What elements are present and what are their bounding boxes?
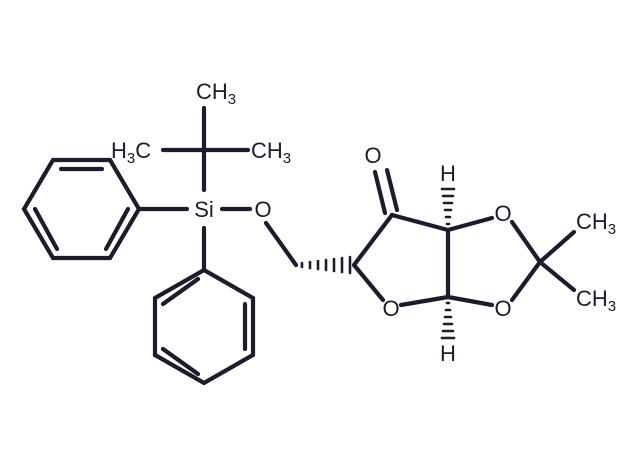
bond-c5-c4 (351, 212, 395, 268)
bond-cme2-methyl-bottom (537, 259, 577, 293)
bond-c6a-o-ring (398, 294, 451, 308)
bond-c3a-o (445, 215, 495, 233)
bond-ketone-b (384, 167, 400, 213)
stereo-hash-h-top (440, 187, 456, 226)
phenyl-ring-bottom (152, 267, 256, 386)
bond-o-ch2 (263, 220, 299, 268)
atom-o-dioxolane-bottom: O (494, 296, 511, 321)
stereo-hash-c5 (300, 255, 352, 275)
bond-o-ring-c5 (351, 262, 386, 303)
bond-o-c6a (445, 294, 495, 308)
phenyl-ring-top (21, 157, 142, 261)
atom-o-ring: O (382, 296, 399, 321)
atom-si: Si (194, 197, 214, 222)
atom-h-top: H (440, 161, 456, 186)
atom-h-bottom: H (440, 341, 456, 366)
bond-ketone-a (372, 169, 388, 216)
stereo-hash-h-bottom (440, 301, 456, 340)
atom-o-dioxolane-top: O (494, 201, 511, 226)
bond-o-cme2-top (509, 219, 543, 265)
bond-c4-c3a (389, 212, 451, 233)
methyl-dioxolane-top-label: CH3 (576, 209, 616, 238)
atom-o-ketone: O (364, 143, 381, 168)
atom-o-silyl: O (254, 197, 271, 222)
bond-cme2-o-bottom (509, 259, 543, 303)
bond-cme2-methyl-top (537, 229, 577, 265)
methyl-right-label: CH3 (251, 138, 291, 167)
methyl-left-label: H3C (111, 138, 151, 167)
methyl-top-label: CH3 (196, 79, 236, 108)
methyl-dioxolane-bottom-label: CH3 (576, 286, 616, 315)
